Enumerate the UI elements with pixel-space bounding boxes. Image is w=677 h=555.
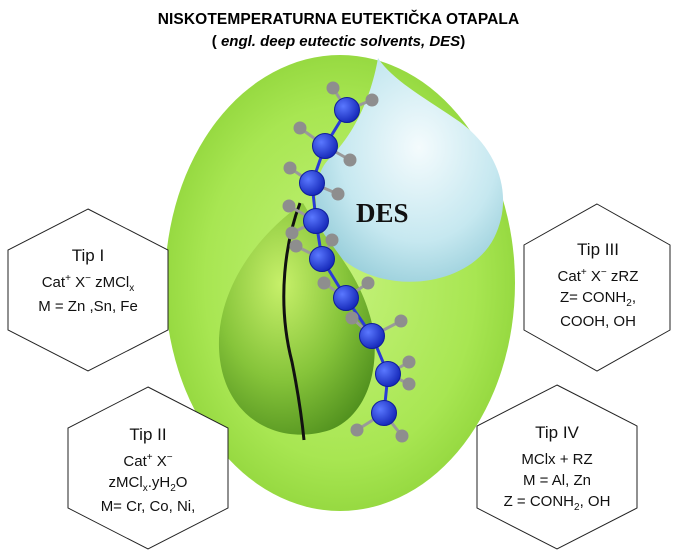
formula-part: 2 <box>170 482 176 494</box>
formula-part: Z= CONH <box>560 288 627 306</box>
formula-part: − <box>600 266 607 278</box>
carbon-atom <box>309 246 335 272</box>
type-formula-line: Cat+ X− <box>78 451 218 472</box>
hydrogen-atom <box>285 226 299 240</box>
hydrogen-atom <box>282 199 296 213</box>
type-formula-line: Z = CONH2, OH <box>487 491 627 515</box>
hydrogen-atom <box>402 355 416 369</box>
formula-part: + <box>580 266 587 278</box>
formula-part: M= Cr, Co, Ni, <box>100 497 196 515</box>
type-name: Tip III <box>577 240 619 259</box>
formula-part: .yH <box>147 473 171 491</box>
type-formula-line: COOH, OH <box>530 311 666 332</box>
carbon-atom <box>333 285 359 311</box>
carbon-atom <box>303 208 329 234</box>
formula-part: zMCl <box>108 473 143 491</box>
carbon-atom <box>371 400 397 426</box>
type-name: Tip IV <box>535 423 579 442</box>
carbon-atom <box>312 133 338 159</box>
subtitle-open-paren: ( <box>211 33 221 50</box>
formula-part: + <box>65 272 71 284</box>
formula-part: 2 <box>626 297 632 309</box>
hydrogen-atom <box>345 311 359 325</box>
hydrogen-atom <box>283 161 297 175</box>
formula-part: COOH, OH <box>560 312 636 330</box>
hydrogen-atom <box>331 187 345 201</box>
type-name: Tip II <box>129 425 167 444</box>
formula-part: , <box>631 288 636 306</box>
formula-part: x <box>142 482 148 494</box>
carbon-atom <box>375 361 401 387</box>
hydrogen-atom <box>350 423 364 437</box>
formula-part: + <box>146 451 153 463</box>
formula-part: zMCl <box>90 273 130 291</box>
formula-part: 2 <box>574 501 580 513</box>
hydrogen-atom <box>289 239 303 253</box>
type-name: Tip I <box>71 246 105 265</box>
hydrogen-atom <box>365 93 379 107</box>
formula-part: M = Zn ,Sn, Fe <box>38 297 138 315</box>
hexagon-tip-ii <box>67 386 229 550</box>
type-formula-line: M= Cr, Co, Ni, <box>78 496 218 517</box>
hydrogen-atom <box>394 314 408 328</box>
formula-part: X <box>586 267 601 285</box>
formula-part: Cat <box>123 452 147 470</box>
diagram-title: NISKOTEMPERATURNA EUTEKTIČKA OTAPALA <box>157 11 520 28</box>
formula-part: O <box>175 473 188 491</box>
formula-part: Cat <box>41 273 66 291</box>
hydrogen-atom <box>293 121 307 135</box>
subtitle-close-paren: ) <box>460 33 466 50</box>
formula-part: MClx + RZ <box>521 450 593 468</box>
carbon-atom <box>334 97 360 123</box>
formula-part: X <box>152 452 167 470</box>
hexagon-tip-i <box>7 208 169 372</box>
formula-part: zRZ <box>606 267 639 285</box>
type-formula-line: M = Zn ,Sn, Fe <box>18 296 158 317</box>
green-leaf <box>218 203 375 435</box>
type-formula-line: Z= CONH2, <box>530 287 666 311</box>
molecule-chain <box>282 81 416 443</box>
carbon-atom <box>299 170 325 196</box>
type-formula-line: Cat+ X− zRZ <box>530 266 666 287</box>
type-formula-line: Cat+ X− zMClx <box>18 272 158 296</box>
formula-part: Z = CONH <box>503 492 575 510</box>
formula-part: − <box>166 451 173 463</box>
type-formula-line: zMClx.yH2O <box>78 472 218 496</box>
hydrogen-atom <box>361 276 375 290</box>
blue-droplet <box>315 58 504 282</box>
des-center-label: DES <box>356 198 409 228</box>
hydrogen-atom <box>395 429 409 443</box>
diagram-subtitle: ( engl. deep eutectic solvents, DES) <box>0 33 677 50</box>
tip-iv-label: Tip IV MClx + RZ M = Al, Zn Z = CONH2, OH <box>487 421 627 515</box>
hydrogen-atom <box>343 153 357 167</box>
carbon-atom <box>359 323 385 349</box>
formula-part: , OH <box>579 492 611 510</box>
type-formula-line: MClx + RZ <box>487 449 627 470</box>
hydrogen-atom <box>402 377 416 391</box>
type-formula-line: M = Al, Zn <box>487 470 627 491</box>
hydrogen-atom <box>317 276 331 290</box>
hexagon-tip-iii <box>523 203 671 372</box>
formula-part: Cat <box>557 267 581 285</box>
formula-part: x <box>129 282 135 294</box>
formula-part: X <box>70 273 86 291</box>
formula-part: M = Al, Zn <box>523 471 591 489</box>
hexagon-tip-iv <box>476 384 638 550</box>
formula-part: − <box>85 272 91 284</box>
hydrogen-atom <box>325 233 339 247</box>
hydrogen-atom <box>326 81 340 95</box>
subtitle-text: engl. deep eutectic solvents, DES <box>220 33 461 50</box>
